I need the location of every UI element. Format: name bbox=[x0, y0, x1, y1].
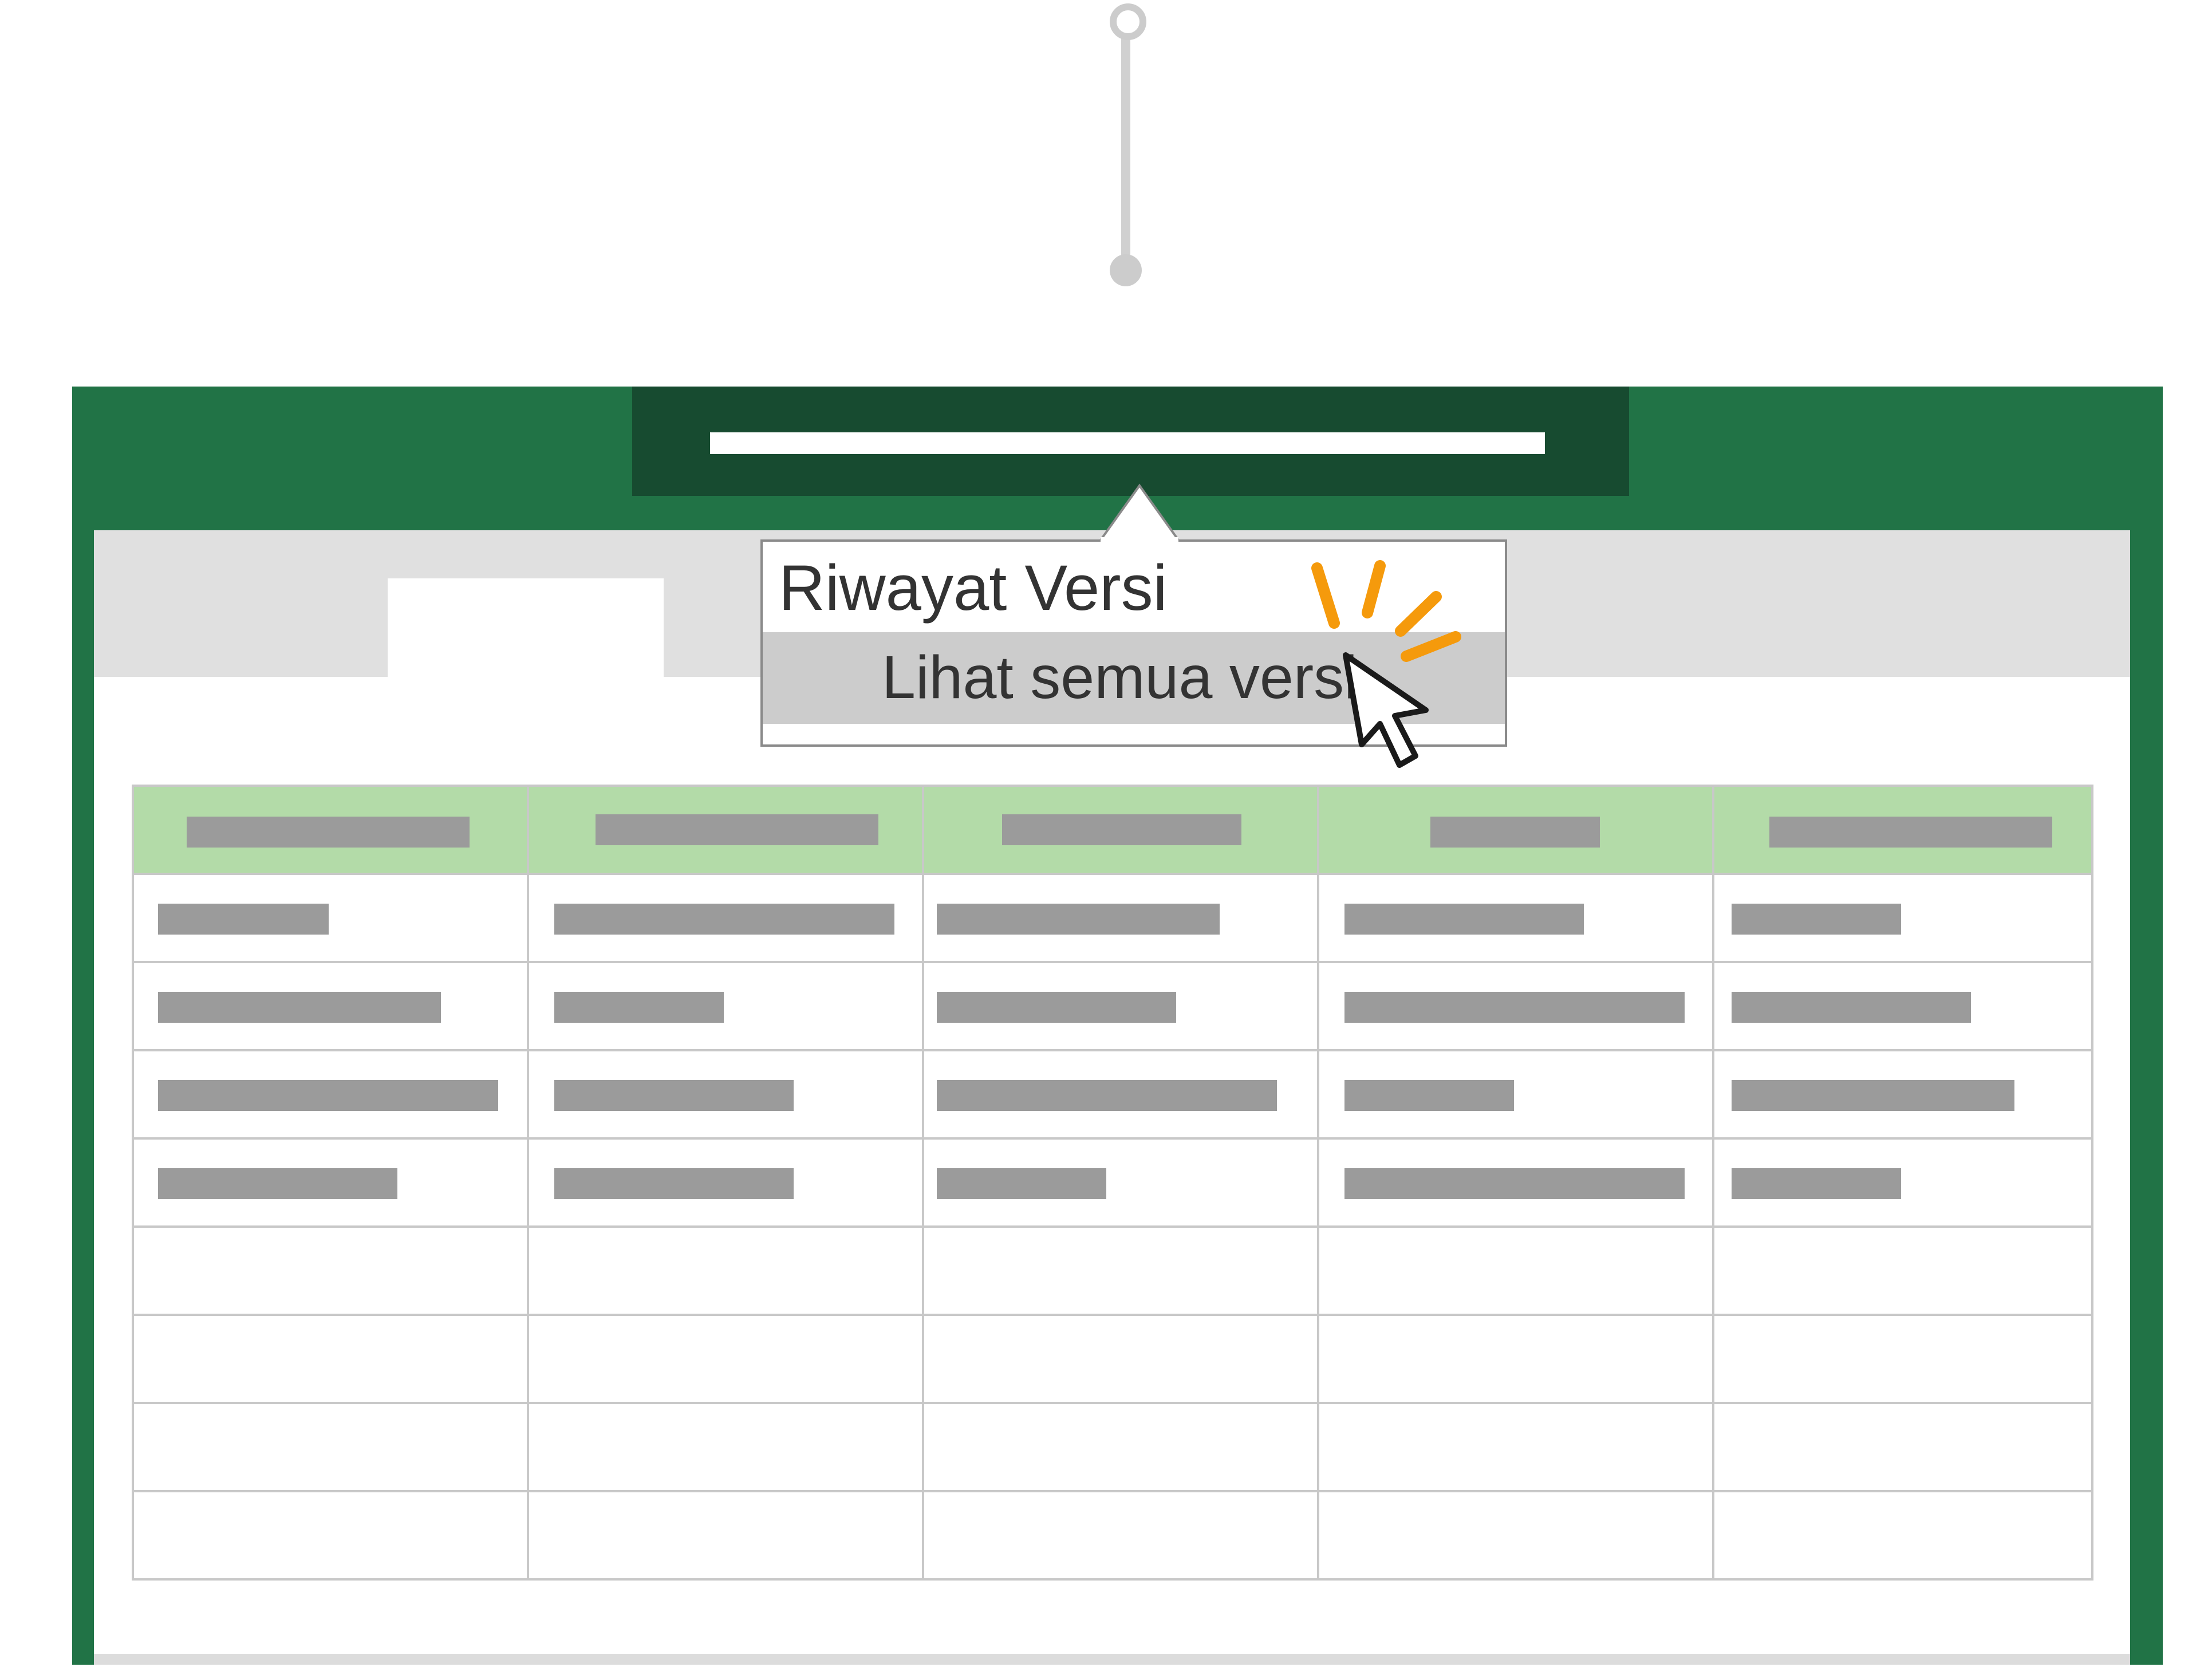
table-row bbox=[132, 873, 2093, 963]
table-cell[interactable] bbox=[922, 963, 1317, 1051]
header-placeholder bbox=[596, 814, 878, 845]
header-cell[interactable] bbox=[1317, 787, 1712, 875]
table-cell[interactable] bbox=[527, 1140, 922, 1228]
header-row bbox=[132, 785, 2093, 875]
table-cell[interactable] bbox=[527, 1492, 922, 1581]
header-placeholder bbox=[1430, 817, 1600, 848]
header-cell[interactable] bbox=[922, 787, 1317, 875]
table-cell[interactable] bbox=[1317, 1140, 1712, 1228]
worksheet-bottom-edge bbox=[94, 1654, 2130, 1665]
cell-placeholder bbox=[158, 992, 441, 1023]
document-title-placeholder bbox=[710, 432, 1545, 454]
cell-placeholder bbox=[554, 1080, 794, 1111]
table-row bbox=[132, 1490, 2093, 1581]
table-row bbox=[132, 1049, 2093, 1140]
table-row bbox=[132, 1402, 2093, 1492]
table-row bbox=[132, 1225, 2093, 1316]
cell-placeholder bbox=[937, 904, 1220, 935]
click-sparkle-icon bbox=[1311, 560, 1461, 662]
table-cell[interactable] bbox=[132, 875, 527, 963]
timeline-ring-icon bbox=[1110, 3, 1146, 40]
cell-placeholder bbox=[1344, 1168, 1685, 1199]
header-cell[interactable] bbox=[527, 787, 922, 875]
cell-placeholder bbox=[1732, 1080, 2014, 1111]
table-cell[interactable] bbox=[1317, 963, 1712, 1051]
cell-placeholder bbox=[554, 992, 724, 1023]
table-cell[interactable] bbox=[132, 1404, 527, 1492]
table-cell[interactable] bbox=[1712, 1492, 2093, 1581]
table-cell[interactable] bbox=[922, 1051, 1317, 1140]
table-cell[interactable] bbox=[922, 1316, 1317, 1404]
table-row bbox=[132, 1137, 2093, 1228]
table-cell[interactable] bbox=[1317, 875, 1712, 963]
table-cell[interactable] bbox=[1317, 1404, 1712, 1492]
ribbon-tab-active[interactable] bbox=[388, 578, 664, 677]
timeline-dot-icon bbox=[1110, 254, 1142, 286]
table-cell[interactable] bbox=[527, 1316, 922, 1404]
table-cell[interactable] bbox=[922, 1492, 1317, 1581]
cell-placeholder bbox=[937, 992, 1176, 1023]
header-placeholder bbox=[1769, 817, 2052, 848]
cell-placeholder bbox=[554, 904, 894, 935]
cell-placeholder bbox=[158, 1080, 498, 1111]
header-cell[interactable] bbox=[1712, 787, 2093, 875]
table-cell[interactable] bbox=[1317, 1051, 1712, 1140]
cell-placeholder bbox=[1732, 992, 1971, 1023]
timeline-connector bbox=[1121, 17, 1130, 269]
popup-pointer-join bbox=[1101, 537, 1178, 543]
cell-placeholder bbox=[158, 1168, 397, 1199]
table-cell[interactable] bbox=[132, 1316, 527, 1404]
cell-placeholder bbox=[158, 904, 329, 935]
table-row bbox=[132, 1314, 2093, 1404]
table-cell[interactable] bbox=[132, 1228, 527, 1316]
table-cell[interactable] bbox=[527, 875, 922, 963]
header-cell[interactable] bbox=[132, 787, 527, 875]
popup-pointer bbox=[1094, 483, 1185, 544]
table-cell[interactable] bbox=[1712, 1140, 2093, 1228]
cell-placeholder bbox=[1344, 992, 1685, 1023]
table-cell[interactable] bbox=[922, 1228, 1317, 1316]
table-cell[interactable] bbox=[922, 875, 1317, 963]
table-cell[interactable] bbox=[527, 1051, 922, 1140]
table-cell[interactable] bbox=[1712, 1228, 2093, 1316]
header-placeholder bbox=[1002, 814, 1241, 845]
table-cell[interactable] bbox=[132, 1140, 527, 1228]
table-cell[interactable] bbox=[527, 963, 922, 1051]
table-cell[interactable] bbox=[922, 1140, 1317, 1228]
table-row bbox=[132, 961, 2093, 1051]
spreadsheet-grid bbox=[132, 785, 2093, 1581]
table-cell[interactable] bbox=[1712, 875, 2093, 963]
cell-placeholder bbox=[554, 1168, 794, 1199]
popup-title: Riwayat Versi bbox=[779, 552, 1168, 624]
view-all-versions-label: Lihat semua versi bbox=[882, 644, 1358, 711]
table-cell[interactable] bbox=[132, 1492, 527, 1581]
table-cell[interactable] bbox=[1712, 1316, 2093, 1404]
cursor-arrow-icon bbox=[1343, 652, 1429, 768]
cell-placeholder bbox=[937, 1080, 1277, 1111]
cell-placeholder bbox=[1732, 1168, 1901, 1199]
cell-placeholder bbox=[1344, 1080, 1514, 1111]
cell-placeholder bbox=[1344, 904, 1584, 935]
table-cell[interactable] bbox=[1712, 1051, 2093, 1140]
header-placeholder bbox=[187, 817, 470, 848]
cell-placeholder bbox=[937, 1168, 1106, 1199]
table-cell[interactable] bbox=[1712, 963, 2093, 1051]
table-cell[interactable] bbox=[527, 1404, 922, 1492]
table-cell[interactable] bbox=[1317, 1492, 1712, 1581]
table-cell[interactable] bbox=[1317, 1228, 1712, 1316]
table-cell[interactable] bbox=[1317, 1316, 1712, 1404]
table-cell[interactable] bbox=[1712, 1404, 2093, 1492]
cell-placeholder bbox=[1732, 904, 1901, 935]
table-cell[interactable] bbox=[132, 1051, 527, 1140]
table-cell[interactable] bbox=[527, 1228, 922, 1316]
table-cell[interactable] bbox=[132, 963, 527, 1051]
table-cell[interactable] bbox=[922, 1404, 1317, 1492]
